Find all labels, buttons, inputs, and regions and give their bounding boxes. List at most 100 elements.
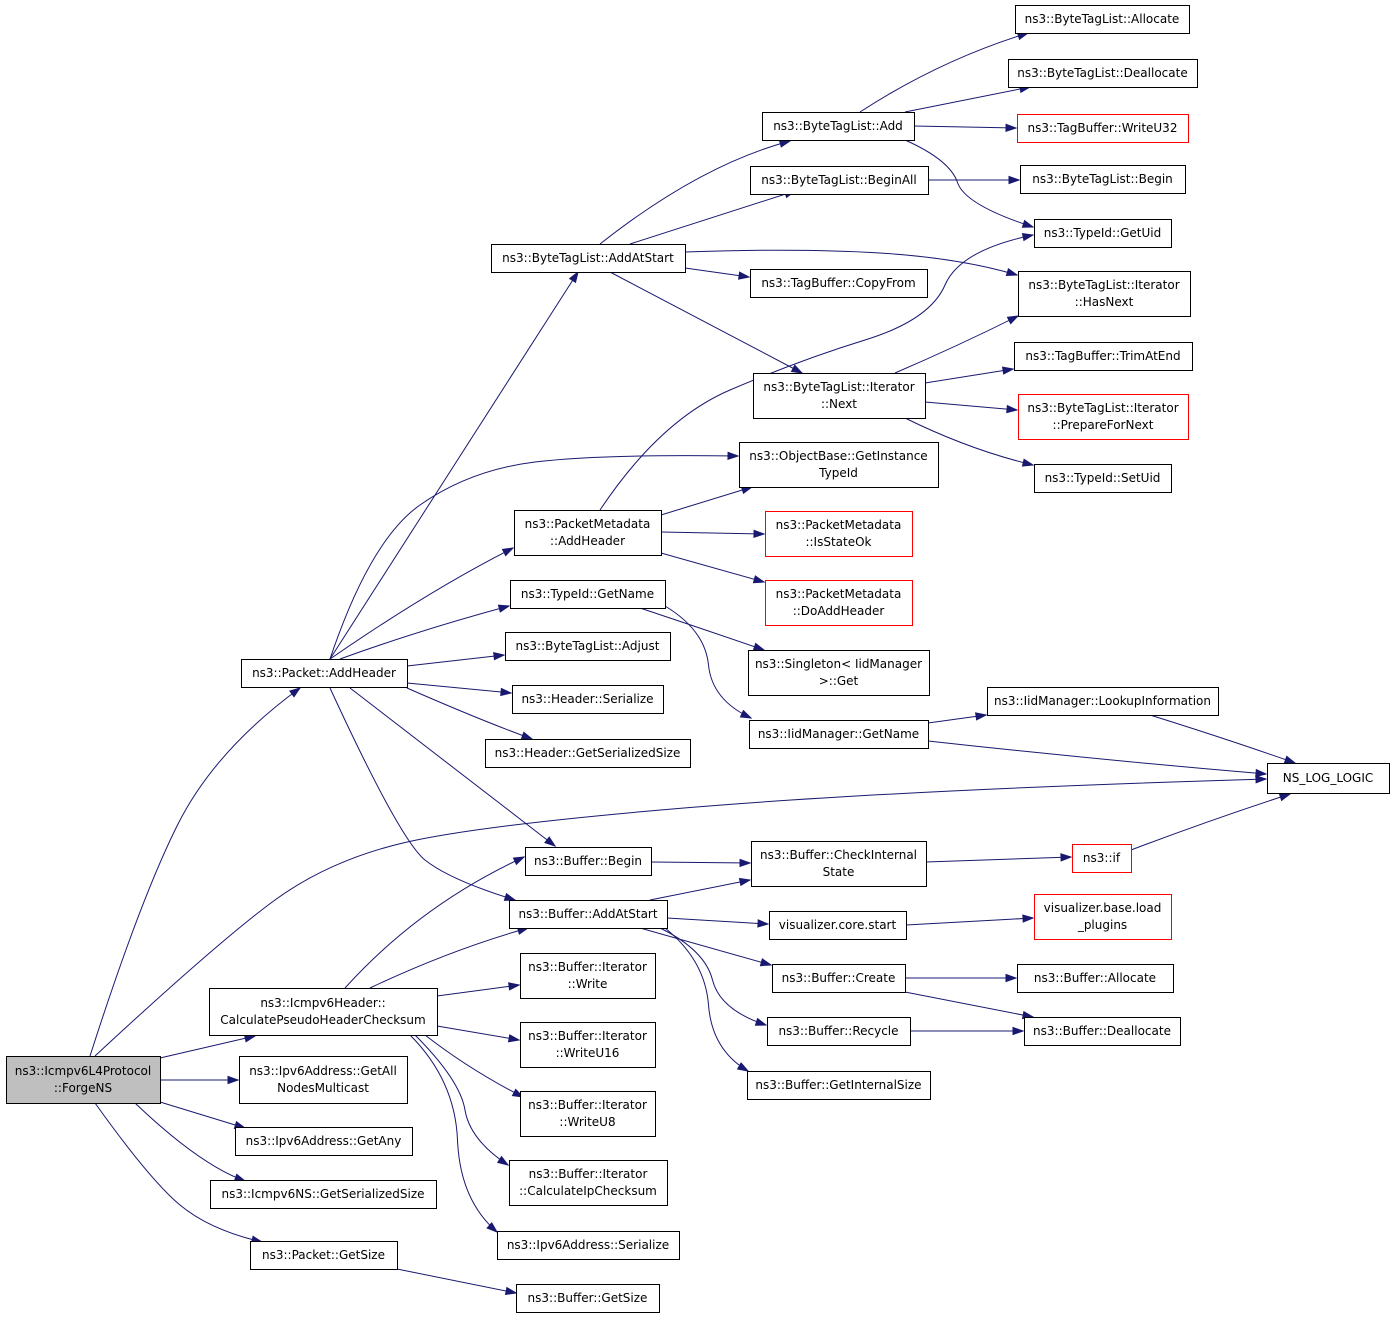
call-edge: [406, 687, 534, 740]
graph-node-bi-write[interactable]: ns3::Buffer::Iterator::Write: [520, 953, 656, 999]
call-edge: [349, 687, 557, 847]
call-edge: [905, 973, 1018, 983]
graph-node-buf-getinternalsize[interactable]: ns3::Buffer::GetInternalSize: [747, 1071, 931, 1100]
node-label: ns3::Buffer::Begin: [534, 854, 642, 868]
node-label: ns3::Icmpv6L4Protocol: [15, 1064, 151, 1078]
node-label: ns3::PacketMetadata: [776, 518, 902, 532]
call-edge: [329, 451, 740, 660]
call-edge: [904, 139, 1035, 228]
node-label: ns3::PacketMetadata: [525, 517, 651, 531]
call-edge: [1149, 714, 1297, 764]
graph-node-ipv6-serialize[interactable]: ns3::Ipv6Address::Serialize: [497, 1231, 680, 1260]
graph-node-btl-allocate[interactable]: ns3::ByteTagList::Allocate: [1015, 5, 1190, 34]
node-label: ns3::ByteTagList::Iterator: [763, 380, 914, 394]
graph-node-buf-deallocate[interactable]: ns3::Buffer::Deallocate: [1024, 1017, 1181, 1046]
graph-node-bi-writeu16[interactable]: ns3::Buffer::Iterator::WriteU16: [520, 1022, 656, 1068]
call-edge: [650, 858, 752, 868]
call-edge: [924, 401, 1019, 414]
graph-node-icmpv6h-calc[interactable]: ns3::Icmpv6Header::CalculatePseudoHeader…: [209, 988, 438, 1036]
node-label: ::Next: [821, 397, 857, 411]
graph-node-iid-getname[interactable]: ns3::IidManager::GetName: [749, 720, 929, 749]
node-label: ::Write: [568, 977, 608, 991]
node-label: ns3::ByteTagList::AddAtStart: [502, 251, 674, 265]
call-edge: [414, 1034, 510, 1166]
graph-node-hdr-serialize[interactable]: ns3::Header::Serialize: [512, 685, 664, 714]
call-edge: [684, 249, 1019, 277]
graph-node-typeid-getname[interactable]: ns3::TypeId::GetName: [510, 580, 666, 609]
graph-node-icmpv6ns-getser[interactable]: ns3::Icmpv6NS::GetSerializedSize: [210, 1180, 437, 1209]
graph-node-buf-getsize[interactable]: ns3::Buffer::GetSize: [516, 1284, 660, 1313]
graph-node-tb-writeu32[interactable]: ns3::TagBuffer::WriteU32: [1017, 114, 1189, 143]
call-edge: [639, 927, 773, 967]
graph-node-root[interactable]: ns3::Icmpv6L4Protocol::ForgeNS: [6, 1056, 161, 1104]
graph-node-btl-begin[interactable]: ns3::ByteTagList::Begin: [1020, 165, 1186, 194]
graph-node-btli-preparefornext[interactable]: ns3::ByteTagList::Iterator::PrepareForNe…: [1018, 394, 1189, 440]
graph-node-pkt-addheader[interactable]: ns3::Packet::AddHeader: [241, 659, 408, 688]
graph-node-pm-addheader[interactable]: ns3::PacketMetadata::AddHeader: [514, 510, 662, 556]
graph-node-hdr-getser[interactable]: ns3::Header::GetSerializedSize: [485, 739, 691, 768]
graph-node-ipv6-getany[interactable]: ns3::Ipv6Address::GetAny: [235, 1127, 413, 1156]
graph-node-btl-deallocate[interactable]: ns3::ByteTagList::Deallocate: [1008, 59, 1198, 88]
graph-node-iid-lookup[interactable]: ns3::IidManager::LookupInformation: [987, 687, 1219, 716]
graph-node-btl-addatstart[interactable]: ns3::ByteTagList::AddAtStart: [491, 244, 686, 273]
graph-node-pkt-getsize[interactable]: ns3::Packet::GetSize: [250, 1241, 398, 1270]
node-label: ns3::Buffer::Allocate: [1034, 971, 1156, 985]
node-label: ::DoAddHeader: [793, 604, 885, 618]
call-edge: [160, 1075, 240, 1085]
graph-node-btl-adjust[interactable]: ns3::ByteTagList::Adjust: [505, 632, 671, 661]
call-nodes: ns3::Icmpv6L4Protocol::ForgeNSns3::Packe…: [6, 5, 1390, 1313]
call-edge: [94, 775, 1268, 1057]
node-label: NodesMulticast: [277, 1081, 369, 1095]
call-edge: [436, 982, 521, 997]
graph-node-typeid-setuid[interactable]: ns3::TypeId::SetUid: [1034, 464, 1172, 493]
graph-node-pm-isstateok[interactable]: ns3::PacketMetadata::IsStateOk: [765, 511, 913, 557]
graph-node-ns-log-logic[interactable]: NS_LOG_LOGIC: [1267, 763, 1390, 794]
node-label: TypeId: [818, 466, 858, 480]
node-label: State: [823, 865, 855, 879]
graph-node-bi-calcip[interactable]: ns3::Buffer::Iterator::CalculateIpChecks…: [509, 1160, 668, 1206]
graph-node-tb-copyfrom[interactable]: ns3::TagBuffer::CopyFrom: [750, 269, 928, 298]
graph-node-btl-add[interactable]: ns3::ByteTagList::Add: [762, 112, 915, 141]
node-label: ns3::Icmpv6Header::: [260, 996, 385, 1010]
node-label: ns3::Singleton< IidManager: [755, 657, 922, 671]
node-label: ns3::Header::Serialize: [521, 692, 653, 706]
node-label: ns3::ByteTagList::Add: [773, 119, 903, 133]
node-label: ns3::ByteTagList::Begin: [1032, 172, 1173, 186]
graph-node-btli-next[interactable]: ns3::ByteTagList::Iterator::Next: [753, 373, 926, 419]
node-label: ns3::Ipv6Address::GetAll: [249, 1064, 397, 1078]
node-label: ns3::Buffer::CheckInternal: [760, 848, 917, 862]
call-edge: [134, 1102, 247, 1182]
graph-node-bi-writeu8[interactable]: ns3::Buffer::Iterator::WriteU8: [520, 1091, 656, 1137]
node-label: ns3::Ipv6Address::GetAny: [246, 1134, 402, 1148]
graph-node-tb-trimatend[interactable]: ns3::TagBuffer::TrimAtEnd: [1014, 342, 1193, 371]
graph-node-buf-begin[interactable]: ns3::Buffer::Begin: [525, 847, 652, 876]
call-edge: [664, 927, 750, 1072]
node-label: ns3::Buffer::GetInternalSize: [755, 1078, 921, 1092]
graph-node-vis-core-start[interactable]: visualizer.core.start: [769, 911, 907, 940]
graph-node-singleton-get[interactable]: ns3::Singleton< IidManager >::Get: [748, 650, 930, 696]
node-label: ::IsStateOk: [805, 535, 871, 549]
graph-node-pm-doaddheader[interactable]: ns3::PacketMetadata::DoAddHeader: [765, 580, 913, 626]
graph-node-btl-beginall[interactable]: ns3::ByteTagList::BeginAll: [750, 166, 929, 195]
call-edge: [894, 315, 1020, 374]
call-edge: [609, 271, 804, 374]
node-label: >::Get: [819, 674, 859, 688]
call-edge: [369, 926, 530, 989]
graph-node-typeid-getuid[interactable]: ns3::TypeId::GetUid: [1034, 219, 1172, 248]
graph-node-buf-recycle[interactable]: ns3::Buffer::Recycle: [767, 1017, 911, 1046]
node-label: ns3::Packet::AddHeader: [252, 666, 396, 680]
graph-node-buf-create[interactable]: ns3::Buffer::Create: [772, 964, 906, 993]
graph-node-buf-allocate[interactable]: ns3::Buffer::Allocate: [1017, 964, 1174, 993]
graph-node-vis-load-plugins[interactable]: visualizer.base.load_plugins: [1034, 894, 1172, 940]
graph-node-btli-hasnext[interactable]: ns3::ByteTagList::Iterator::HasNext: [1018, 271, 1191, 317]
graph-node-ns3-if[interactable]: ns3::if: [1072, 844, 1132, 873]
node-label: ns3::ByteTagList::Adjust: [516, 639, 660, 653]
call-edge: [344, 856, 526, 989]
node-label: ns3::ByteTagList::Allocate: [1025, 12, 1180, 26]
call-edge: [660, 486, 754, 516]
graph-node-buf-addatstart[interactable]: ns3::Buffer::AddAtStart: [509, 900, 668, 929]
